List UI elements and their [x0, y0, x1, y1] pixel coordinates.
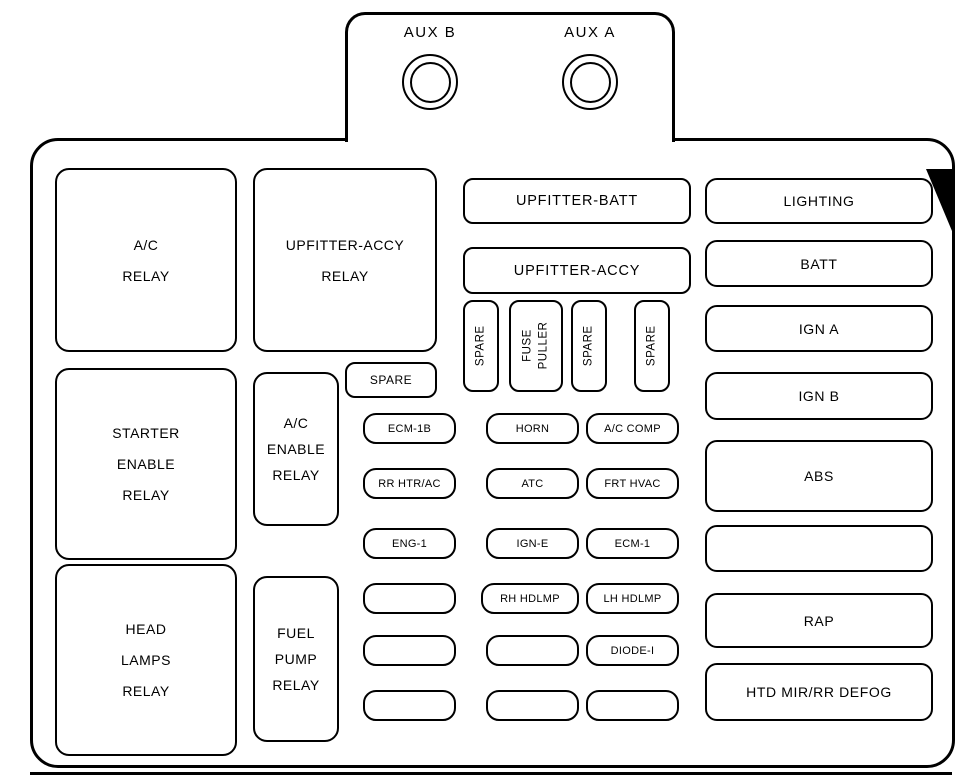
fuse-ecm-1b-label: ECM-1B [387, 422, 432, 435]
fuse-spare-top: SPARE [345, 362, 437, 398]
relay-starter-line: RELAY [122, 487, 170, 503]
fuse-ign-b: IGN B [705, 372, 933, 420]
relay-head-lamps: HEAD LAMPS RELAY [55, 564, 237, 756]
fuse-abs-label: ABS [804, 468, 834, 484]
fuse-ign-e: IGN-E [486, 528, 579, 559]
relay-ac-line: A/C [133, 236, 159, 253]
fuse-atc: ATC [486, 468, 579, 499]
fuse-puller-line: FUSE [521, 329, 534, 363]
fuse-htd-mir-rr-defog: HTD MIR/RR DEFOG [705, 663, 933, 721]
fuse-blank [363, 583, 456, 614]
fuse-blank [363, 635, 456, 666]
fuse-spare-vertical-2-label: SPARE [582, 325, 595, 367]
fuse-spare-vertical-1-label: SPARE [474, 325, 487, 367]
fuse-ecm-1-label: ECM-1 [614, 537, 651, 550]
fuse-eng-1: ENG-1 [363, 528, 456, 559]
fuse-frt-hvac-label: FRT HVAC [604, 477, 661, 490]
relay-ac-enable-line: RELAY [272, 467, 320, 483]
fuse-frt-hvac: FRT HVAC [586, 468, 679, 499]
relay-starter-enable: STARTER ENABLE RELAY [55, 368, 237, 560]
fuse-ign-e-label: IGN-E [516, 537, 549, 550]
relay-ac: A/C RELAY [55, 168, 237, 352]
fuse-blank [486, 635, 579, 666]
fuse-diode-i: DIODE-I [586, 635, 679, 666]
fuse-upfitter-batt: UPFITTER-BATT [463, 178, 691, 224]
aux-a-stud-inner [569, 61, 611, 103]
aux-b-stud-inner [409, 61, 451, 103]
fuse-blank [363, 690, 456, 721]
relay-fuel-pump-line: FUEL [277, 625, 315, 641]
fuse-blank [586, 690, 679, 721]
relay-fuel-pump-line: RELAY [272, 677, 320, 693]
fuse-upfitter-accy-label: UPFITTER-ACCY [513, 262, 641, 279]
fuse-ign-a: IGN A [705, 305, 933, 352]
fuse-lighting-label: LIGHTING [783, 193, 855, 209]
aux-a-stud [562, 54, 618, 110]
fuse-ign-b-label: IGN B [798, 388, 840, 404]
relay-upfitter-accy-line: RELAY [321, 267, 369, 284]
fuse-rr-htr-ac-label: RR HTR/AC [378, 477, 441, 490]
fuse-diode-i-label: DIODE-I [610, 644, 655, 657]
fuse-blank [705, 525, 933, 572]
fuse-htd-mir-rr-defog-label: HTD MIR/RR DEFOG [746, 684, 892, 700]
fuse-ecm-1b: ECM-1B [363, 413, 456, 444]
fuse-rh-hdlmp: RH HDLMP [481, 583, 579, 614]
fuse-lh-hdlmp-label: LH HDLMP [603, 592, 662, 605]
fuse-ac-comp-label: A/C COMP [604, 422, 661, 435]
fuse-batt: BATT [705, 240, 933, 287]
fuse-spare-top-label: SPARE [369, 373, 413, 387]
fuse-rap-label: RAP [803, 612, 835, 629]
relay-starter-line: ENABLE [116, 456, 176, 472]
fuse-lh-hdlmp: LH HDLMP [586, 583, 679, 614]
aux-b-stud [402, 54, 458, 110]
relay-upfitter-accy: UPFITTER-ACCY RELAY [253, 168, 437, 352]
relay-starter-line: STARTER [112, 425, 180, 441]
fuse-horn-label: HORN [515, 422, 550, 435]
fuse-ecm-1: ECM-1 [586, 528, 679, 559]
fuse-rr-htr-ac: RR HTR/AC [363, 468, 456, 499]
relay-ac-enable-line: A/C [283, 415, 309, 431]
fuse-batt-label: BATT [800, 255, 838, 272]
fuse-rh-hdlmp-label: RH HDLMP [500, 592, 560, 605]
fuse-eng-1-label: ENG-1 [391, 537, 428, 550]
fuse-spare-vertical-3-label: SPARE [645, 325, 658, 367]
relay-head-lamps-line: HEAD [125, 621, 167, 637]
fusebox-top-tab [345, 12, 675, 142]
fuse-puller-line: PULLER [537, 322, 549, 370]
fusebox-baseline [30, 772, 952, 775]
fuse-rap: RAP [705, 593, 933, 648]
fuse-blank [486, 690, 579, 721]
relay-fuel-pump-line: PUMP [274, 651, 318, 667]
aux-b-label: AUX B [403, 24, 457, 41]
fuse-lighting: LIGHTING [705, 178, 933, 224]
relay-head-lamps-line: LAMPS [121, 652, 171, 668]
relay-upfitter-accy-line: UPFITTER-ACCY [285, 236, 405, 253]
fuse-puller: FUSE PULLER [509, 300, 563, 392]
fuse-spare-vertical-2: SPARE [571, 300, 607, 392]
relay-ac-enable-line: ENABLE [266, 441, 326, 457]
fuse-atc-label: ATC [521, 477, 544, 490]
relay-ac-enable: A/C ENABLE RELAY [253, 372, 339, 526]
fuse-horn: HORN [486, 413, 579, 444]
relay-head-lamps-line: RELAY [122, 683, 170, 699]
fuse-spare-vertical-3: SPARE [634, 300, 670, 392]
fuse-upfitter-accy: UPFITTER-ACCY [463, 247, 691, 294]
fuse-ac-comp: A/C COMP [586, 413, 679, 444]
fuse-spare-vertical-1: SPARE [463, 300, 499, 392]
fuse-abs: ABS [705, 440, 933, 512]
fuse-ign-a-label: IGN A [798, 320, 840, 337]
relay-ac-line: RELAY [122, 267, 170, 284]
relay-fuel-pump: FUEL PUMP RELAY [253, 576, 339, 742]
aux-a-label: AUX A [564, 24, 616, 41]
fuse-upfitter-batt-label: UPFITTER-BATT [515, 193, 639, 209]
